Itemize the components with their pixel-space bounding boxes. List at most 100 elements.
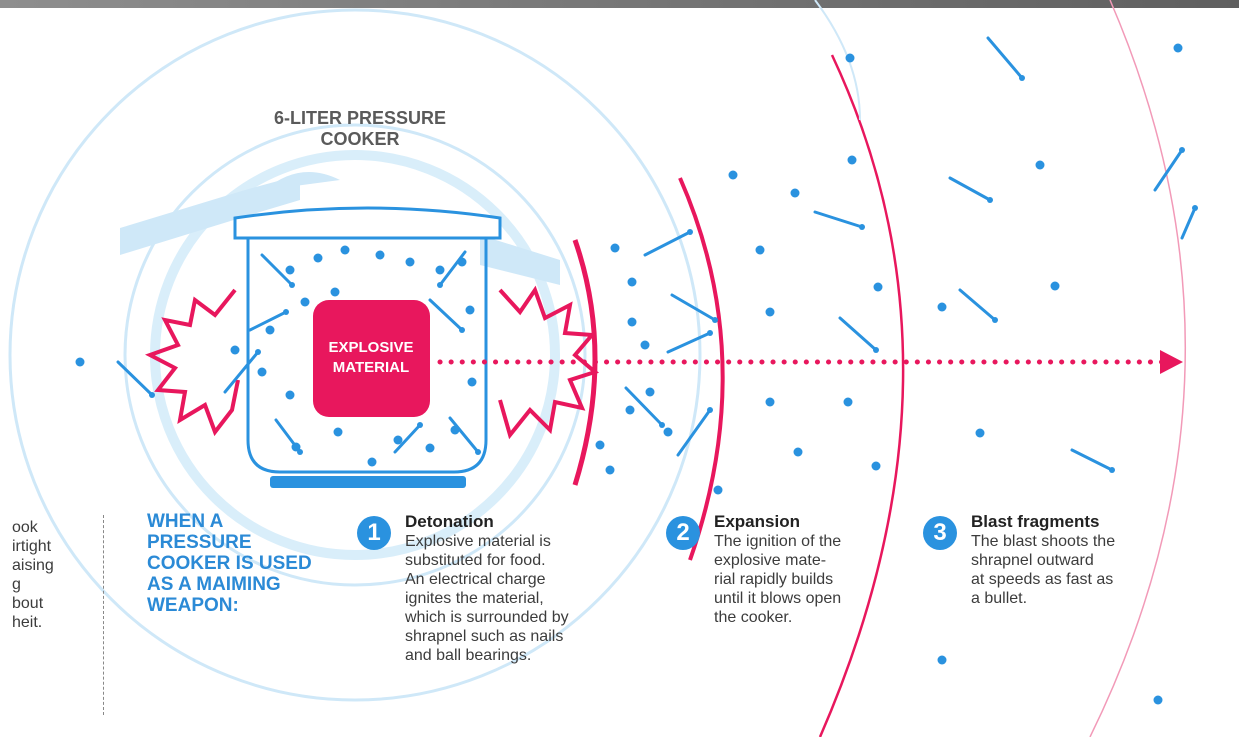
nail-head bbox=[873, 347, 879, 353]
wave-arc-4 bbox=[1089, 0, 1186, 737]
step-1-line: shrapnel such as nails bbox=[405, 628, 564, 645]
cooker-base bbox=[270, 476, 466, 488]
cooker-lid-bump bbox=[265, 172, 340, 190]
ball-bearing bbox=[1153, 695, 1163, 705]
ball-bearing bbox=[1050, 281, 1060, 291]
ball-bearing bbox=[393, 435, 403, 445]
ball-bearing bbox=[937, 302, 947, 312]
nail-head bbox=[1192, 205, 1198, 211]
ball-bearing bbox=[937, 655, 947, 665]
wave-arc-2 bbox=[678, 177, 725, 561]
step-3-line: at speeds as fast as bbox=[971, 571, 1114, 588]
section-heading: WHEN A PRESSURE COOKER IS USED AS A MAIM… bbox=[147, 511, 332, 616]
intro-line: irtight bbox=[12, 538, 52, 555]
ball-bearing bbox=[845, 53, 855, 63]
wave-arc-3 bbox=[818, 54, 905, 737]
ball-bearing bbox=[627, 317, 637, 327]
cooker-handle bbox=[120, 175, 300, 255]
ball-bearing bbox=[610, 243, 620, 253]
nail-head bbox=[859, 224, 865, 230]
nail bbox=[838, 316, 878, 352]
step-2-line: until it blows open bbox=[714, 590, 842, 607]
ball-bearing bbox=[330, 287, 340, 297]
nail bbox=[274, 418, 302, 454]
nail bbox=[670, 293, 717, 322]
ball-bearing bbox=[755, 245, 765, 255]
explosive-block bbox=[313, 300, 430, 417]
nail-head bbox=[712, 317, 718, 323]
ball-bearing bbox=[843, 397, 853, 407]
heading-line: AS A MAIMING bbox=[147, 574, 281, 595]
step-1-body: Explosive material is substituted for fo… bbox=[405, 532, 655, 665]
nail bbox=[948, 176, 992, 202]
step-2-body: The ignition of the explosive mate- rial… bbox=[714, 532, 914, 627]
ball-bearing bbox=[793, 447, 803, 457]
starburst-left bbox=[145, 288, 240, 437]
step-1-badge: 1 bbox=[357, 516, 391, 550]
nail-head bbox=[707, 407, 713, 413]
nail bbox=[986, 36, 1024, 80]
heading-line: COOKER IS USED bbox=[147, 553, 312, 574]
ball-bearing bbox=[765, 307, 775, 317]
step-1-line: Explosive material is bbox=[405, 533, 551, 550]
heading-line: WHEN A bbox=[147, 511, 224, 532]
nail bbox=[448, 416, 480, 454]
step-2-title: Expansion bbox=[714, 512, 800, 531]
cooker-label-line: COOKER bbox=[320, 129, 400, 149]
ball-bearing bbox=[340, 245, 350, 255]
step-1-line: An electrical charge bbox=[405, 571, 546, 588]
ball-bearing bbox=[663, 427, 673, 437]
ball-bearing bbox=[300, 297, 310, 307]
intro-line: bout bbox=[12, 595, 44, 612]
ball-bearing bbox=[257, 367, 267, 377]
cooker-handle-right bbox=[480, 235, 560, 285]
ball-bearing bbox=[595, 440, 605, 450]
cooker-lid bbox=[233, 206, 502, 240]
heading-line: PRESSURE bbox=[147, 532, 252, 553]
step-3: Blast fragments The blast shoots the shr… bbox=[971, 512, 1181, 608]
nail-head bbox=[437, 282, 443, 288]
step-1-line: substituted for food. bbox=[405, 552, 546, 569]
intro-line: heit. bbox=[12, 614, 43, 631]
ball-bearing bbox=[313, 253, 323, 263]
ball-bearing bbox=[75, 357, 85, 367]
shrapnel-group bbox=[75, 36, 1198, 705]
step-3-line: The blast shoots the bbox=[971, 533, 1116, 550]
step-3-line: shrapnel outward bbox=[971, 552, 1094, 569]
nail bbox=[666, 331, 712, 354]
step-3-body: The blast shoots the shrapnel outward at… bbox=[971, 532, 1181, 608]
ball-bearing bbox=[467, 377, 477, 387]
nail bbox=[643, 230, 692, 257]
heading-line: WEAPON: bbox=[147, 595, 239, 616]
ball-bearing bbox=[605, 465, 615, 475]
cooker-label-line: 6-LITER PRESSURE bbox=[273, 108, 447, 128]
ball-bearing bbox=[435, 265, 445, 275]
nail bbox=[260, 253, 294, 287]
cooker-label: 6-LITER PRESSURE COOKER bbox=[250, 108, 470, 150]
nail-head bbox=[992, 317, 998, 323]
nail-head bbox=[659, 422, 665, 428]
nail bbox=[428, 298, 464, 332]
nail bbox=[958, 288, 997, 322]
step-2-line: explosive mate- bbox=[714, 552, 827, 569]
ball-bearing bbox=[871, 461, 881, 471]
intro-text-fragment: ook irtight aising g bout heit. bbox=[12, 518, 72, 632]
step-1-line: and ball bearings. bbox=[405, 647, 532, 664]
ball-bearing bbox=[975, 428, 985, 438]
step-1: Detonation Explosive material is substit… bbox=[405, 512, 655, 665]
ball-bearing bbox=[645, 387, 655, 397]
ball-bearing bbox=[425, 443, 435, 453]
intro-line: ook bbox=[12, 519, 38, 536]
step-3-title: Blast fragments bbox=[971, 512, 1100, 531]
ball-bearing bbox=[367, 457, 377, 467]
explosive-label-line2: MATERIAL bbox=[333, 359, 409, 376]
nail bbox=[1070, 448, 1114, 472]
nail-head bbox=[1019, 75, 1025, 81]
ball-bearing bbox=[285, 265, 295, 275]
nail-head bbox=[297, 449, 303, 455]
blast-ring-middle bbox=[123, 123, 587, 587]
nail-head bbox=[1109, 467, 1115, 473]
ball-bearing bbox=[625, 405, 635, 415]
nail-head bbox=[987, 197, 993, 203]
